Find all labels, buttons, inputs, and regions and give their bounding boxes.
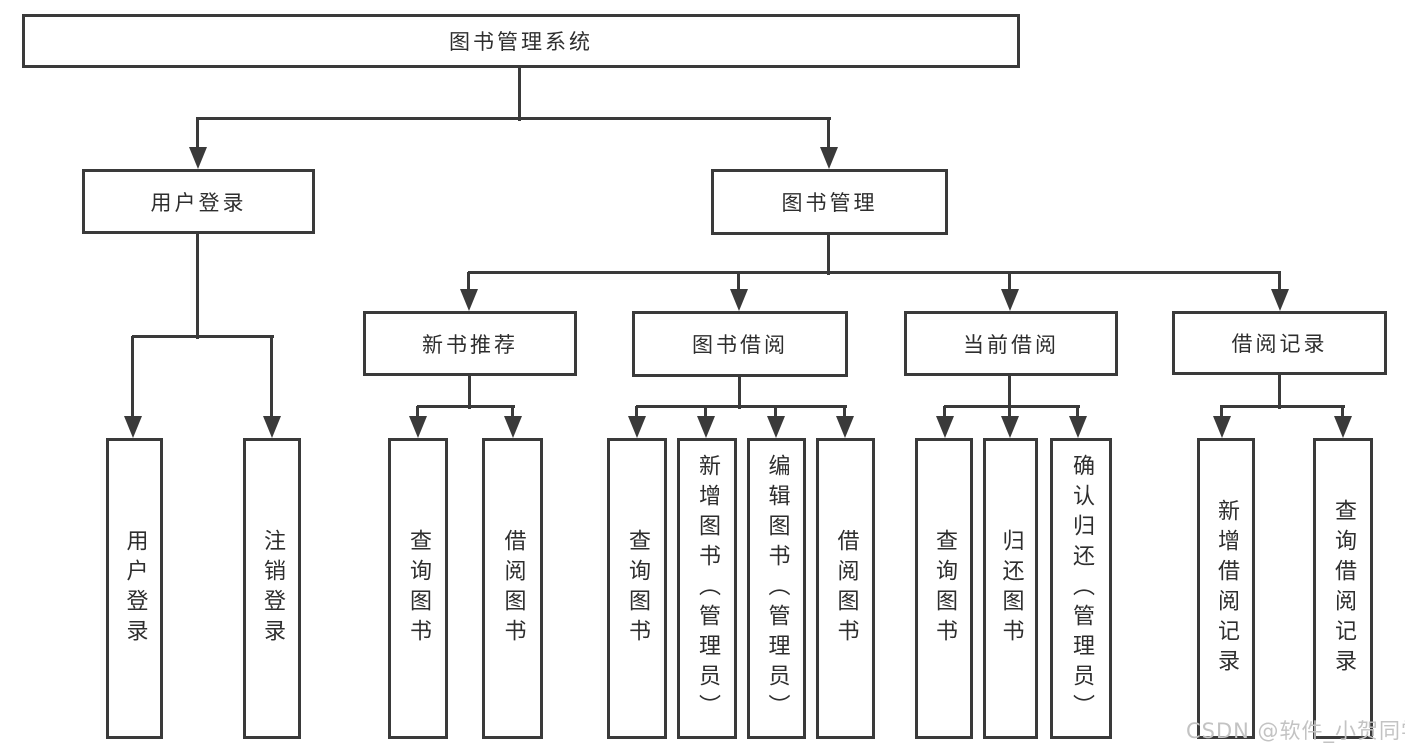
connector-line	[635, 406, 638, 418]
arrow-down-icon	[697, 416, 715, 438]
node-user-login: 用户登录	[82, 169, 315, 234]
connector-line	[1278, 272, 1281, 291]
node-label: 归还图书	[998, 528, 1024, 649]
connector-line	[1341, 406, 1344, 418]
arrow-down-icon	[124, 416, 142, 438]
connector-line	[737, 272, 740, 291]
connector-line	[511, 406, 514, 418]
node-borrowing-records: 借阅记录	[1172, 311, 1387, 375]
node-label: 借阅图书	[500, 528, 526, 649]
connector-line	[132, 335, 274, 338]
csdn-watermark: CSDN @软件_小贺同学	[1186, 719, 1405, 743]
node-label: 用户登录	[122, 528, 148, 649]
arrow-down-icon	[1001, 289, 1019, 311]
leaf-borrow-books-recommend: 借阅图书	[482, 438, 543, 739]
node-label: 借阅图书	[833, 528, 859, 649]
arrow-down-icon	[836, 416, 854, 438]
node-label: 图书管理系统	[449, 30, 593, 54]
node-label: 用户登录	[150, 190, 247, 215]
connector-line	[1076, 406, 1079, 418]
node-label: 借阅记录	[1231, 332, 1328, 356]
connector-line	[1008, 406, 1011, 418]
connector-line	[843, 406, 846, 418]
node-book-borrowing: 图书借阅	[632, 311, 848, 377]
node-book-management: 图书管理	[711, 169, 948, 235]
connector-line	[270, 336, 273, 418]
connector-line	[636, 405, 847, 408]
connector-line	[738, 377, 741, 409]
connector-line	[944, 405, 1080, 408]
connector-line	[1278, 375, 1281, 409]
leaf-query-borrow-record: 查询借阅记录	[1313, 438, 1373, 739]
connector-line	[1008, 272, 1011, 291]
connector-line	[417, 405, 515, 408]
connector-line	[1220, 406, 1223, 418]
leaf-edit-books-admin: 编辑图书（管理员）	[747, 438, 806, 739]
node-label: 新增借阅记录	[1214, 498, 1239, 679]
arrow-down-icon	[409, 416, 427, 438]
leaf-logout: 注销登录	[243, 438, 301, 739]
connector-line	[416, 406, 419, 418]
arrow-down-icon	[460, 289, 478, 311]
node-label: 注销登录	[260, 528, 285, 649]
connector-line	[468, 271, 1281, 274]
arrow-down-icon	[1069, 416, 1087, 438]
arrow-down-icon	[767, 416, 785, 438]
arrow-down-icon	[263, 416, 281, 438]
connector-line	[196, 117, 831, 120]
connector-line	[1008, 376, 1011, 409]
node-label: 新书推荐	[422, 332, 518, 357]
node-label: 图书管理	[781, 191, 878, 215]
connector-line	[518, 65, 521, 121]
connector-line	[468, 376, 471, 409]
connector-line	[131, 336, 134, 418]
arrow-down-icon	[189, 147, 207, 169]
node-label: 查询借阅记录	[1331, 498, 1356, 679]
leaf-borrow-books: 借阅图书	[816, 438, 875, 739]
node-label: 查询图书	[625, 528, 650, 649]
leaf-add-borrow-record: 新增借阅记录	[1197, 438, 1255, 739]
connector-line	[827, 118, 830, 149]
arrow-down-icon	[628, 416, 646, 438]
arrow-down-icon	[1334, 416, 1352, 438]
leaf-query-books-recommend: 查询图书	[388, 438, 448, 739]
leaf-query-books-borrowing: 查询图书	[607, 438, 667, 739]
arrow-down-icon	[1001, 416, 1019, 438]
node-library-management-system: 图书管理系统	[22, 14, 1020, 68]
node-label: 图书借阅	[692, 333, 788, 357]
arrow-down-icon	[820, 147, 838, 169]
node-new-book-recommendation: 新书推荐	[363, 311, 577, 376]
connector-line	[467, 272, 470, 291]
node-label: 确认归还（管理员）	[1069, 453, 1094, 724]
node-current-borrowing: 当前借阅	[904, 311, 1118, 376]
leaf-query-books-current: 查询图书	[915, 438, 973, 739]
arrow-down-icon	[936, 416, 954, 438]
connector-line	[827, 235, 830, 275]
arrow-down-icon	[504, 416, 522, 438]
leaf-return-books: 归还图书	[983, 438, 1038, 739]
node-label: 当前借阅	[963, 332, 1059, 357]
node-label: 查询图书	[932, 528, 957, 649]
connector-line	[196, 234, 199, 339]
arrow-down-icon	[1271, 289, 1289, 311]
arrow-down-icon	[1213, 416, 1231, 438]
connector-line	[196, 118, 199, 149]
connector-line	[704, 406, 707, 418]
leaf-add-books-admin: 新增图书（管理员）	[677, 438, 737, 739]
node-label: 编辑图书（管理员）	[764, 453, 790, 724]
connector-line	[774, 406, 777, 418]
leaf-user-login: 用户登录	[106, 438, 163, 739]
leaf-confirm-return-admin: 确认归还（管理员）	[1050, 438, 1112, 739]
arrow-down-icon	[730, 289, 748, 311]
connector-line	[943, 406, 946, 418]
node-label: 新增图书（管理员）	[695, 453, 720, 724]
node-label: 查询图书	[406, 528, 431, 649]
connector-line	[1220, 405, 1345, 408]
